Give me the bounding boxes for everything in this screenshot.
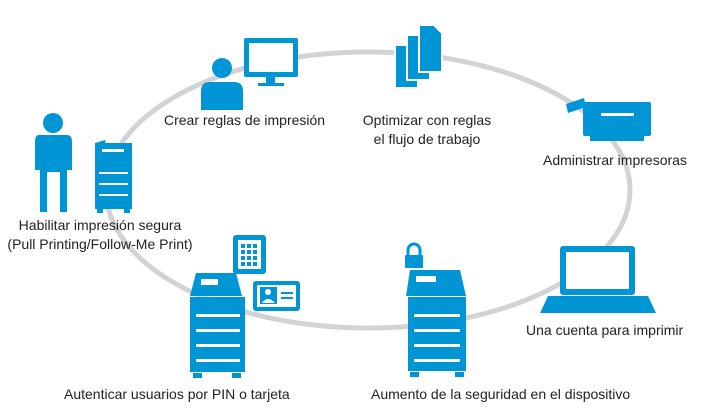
label-optimize-line1: Optimizar con reglas — [362, 112, 492, 128]
locked-printer-icon — [405, 242, 466, 377]
label-create-rules: Crear reglas de impresión — [164, 112, 326, 128]
cycle-ring — [103, 49, 633, 331]
label-security: Aumento de la seguridad en el dispositiv… — [371, 386, 631, 402]
printer-icon — [566, 98, 651, 141]
printer-with-keypad-and-badge-icon — [190, 235, 300, 378]
person-at-printer-icon — [35, 113, 132, 213]
label-account: Una cuenta para imprimir — [526, 322, 684, 338]
label-secure-print-line1: Habilitar impresión segura — [18, 217, 182, 233]
laptop-icon — [540, 246, 656, 313]
label-optimize-line2: el flujo de trabajo — [373, 131, 481, 147]
user-at-computer-icon — [201, 38, 298, 110]
label-authenticate: Autenticar usuarios por PIN o tarjeta — [64, 386, 290, 402]
label-secure-print: Habilitar impresión segura (Pull Printin… — [2, 216, 198, 254]
documents-stack-icon — [394, 24, 443, 89]
label-manage: Administrar impresoras — [543, 152, 687, 168]
label-optimize: Optimizar con reglas el flujo de trabajo — [362, 111, 492, 149]
label-secure-print-line2: (Pull Printing/Follow-Me Print) — [7, 236, 193, 252]
